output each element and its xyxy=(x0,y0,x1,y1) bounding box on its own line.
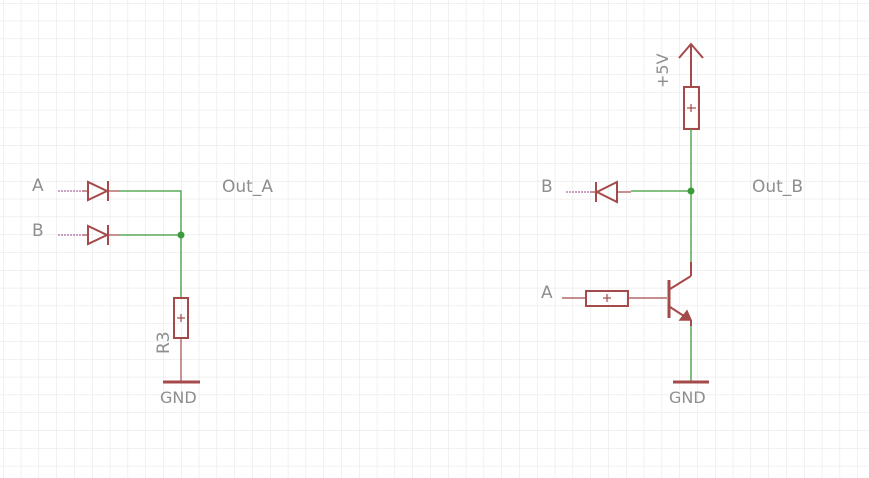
diode-d2[interactable] xyxy=(82,224,120,246)
right-output-label: Out_B xyxy=(752,177,803,197)
left-output-label: Out_A xyxy=(222,177,273,197)
resistor-r3-label: R3 xyxy=(154,331,174,354)
right-input-a-label: A xyxy=(541,283,553,303)
right-circuit: +5V B Out_B A xyxy=(541,42,803,407)
left-input-a-label: A xyxy=(32,176,44,196)
left-circuit: A B Out_A R3 xyxy=(32,176,273,407)
emitter-arrow-icon xyxy=(678,309,693,321)
diode-d1[interactable] xyxy=(82,180,120,202)
base-resistor[interactable] xyxy=(585,290,667,307)
npn-transistor[interactable] xyxy=(667,262,693,326)
left-input-b-label: B xyxy=(32,221,44,241)
left-junction xyxy=(177,231,185,239)
right-input-b-label: B xyxy=(541,177,553,197)
left-wire-out xyxy=(120,190,182,235)
resistor-r3[interactable] xyxy=(173,297,189,382)
right-ground-label: GND xyxy=(669,388,706,407)
left-ground-label: GND xyxy=(160,388,197,407)
diode-right[interactable] xyxy=(590,180,631,204)
right-junction xyxy=(687,187,695,195)
supply-label: +5V xyxy=(653,53,672,88)
supply-arrow-icon xyxy=(678,42,704,87)
